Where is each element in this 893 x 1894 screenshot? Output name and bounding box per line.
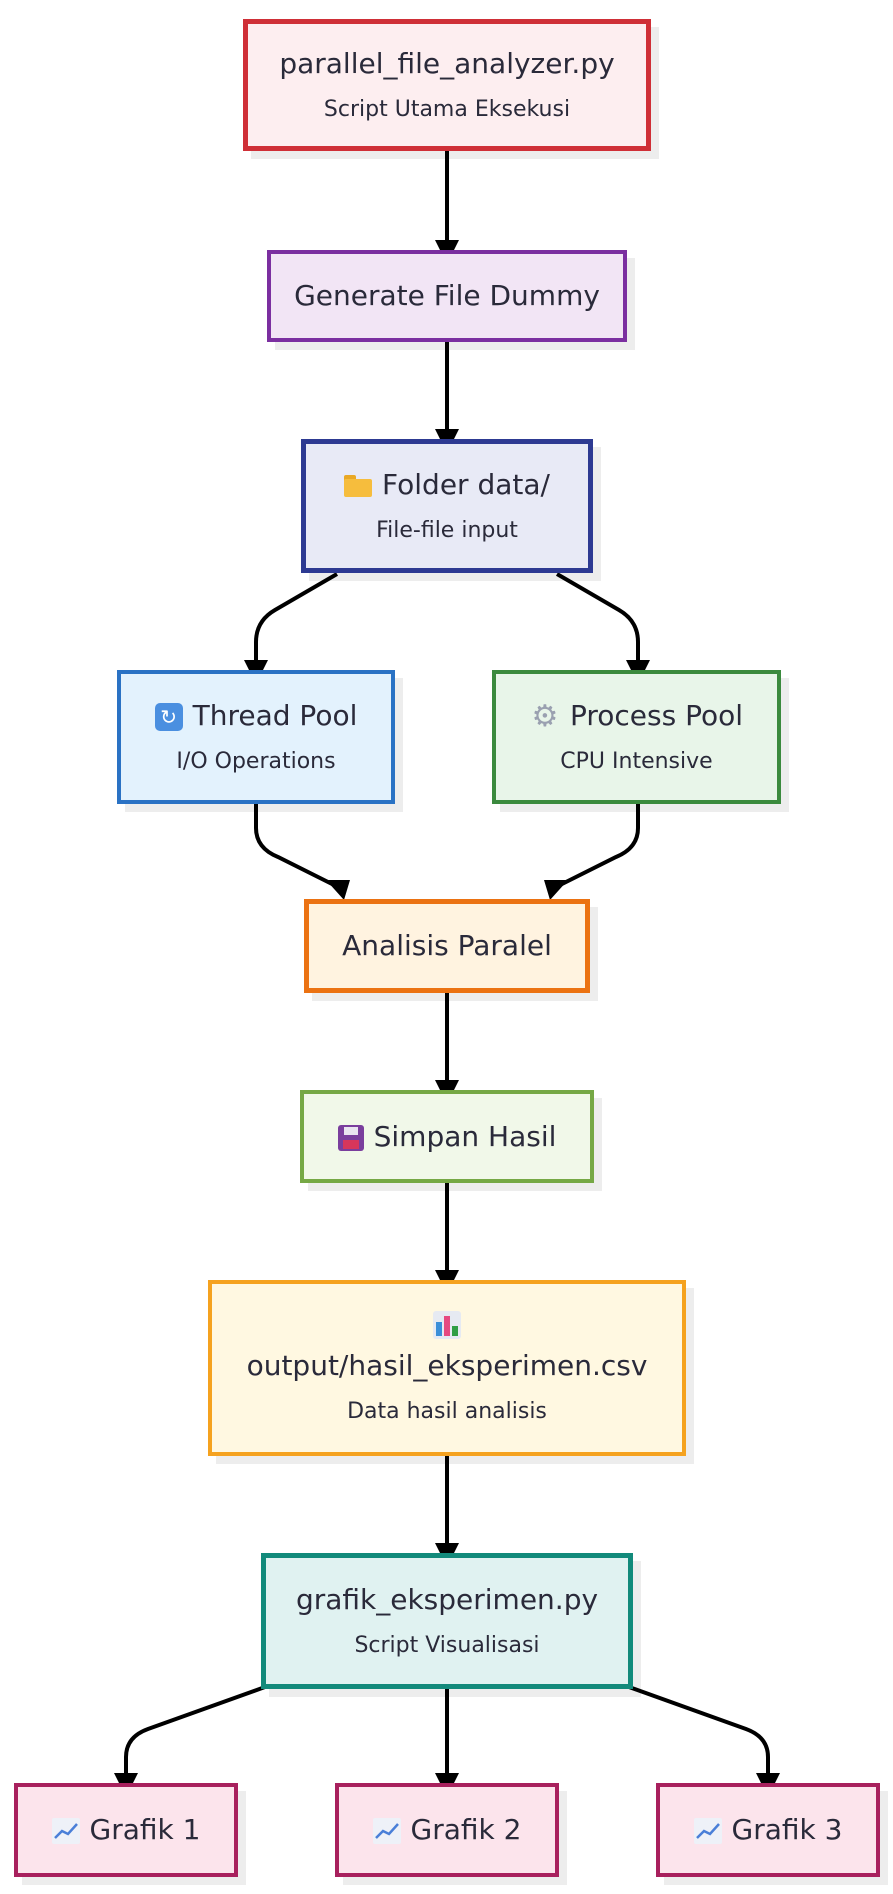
node-grafik-script-title: grafik_eksperimen.py bbox=[295, 1583, 599, 1616]
node-process-pool-title: Process Pool bbox=[569, 699, 744, 732]
folder-icon bbox=[344, 475, 373, 497]
node-output-csv: output/hasil_eksperimen.csv Data hasil a… bbox=[208, 1280, 686, 1456]
node-grafik-2-title: Grafik 2 bbox=[410, 1813, 522, 1846]
node-grafik-2: Grafik 2 bbox=[335, 1783, 559, 1877]
line-chart-icon bbox=[372, 1818, 401, 1844]
node-grafik-1: Grafik 1 bbox=[14, 1783, 238, 1877]
refresh-icon: ↻ bbox=[154, 703, 183, 731]
edge-process-to-analisis bbox=[553, 804, 640, 890]
edge-grafik-script-to-grafik1 bbox=[124, 1685, 266, 1775]
node-thread-pool-title: Thread Pool bbox=[192, 699, 358, 732]
bar-chart-icon bbox=[433, 1311, 461, 1339]
node-grafik-3-title: Grafik 3 bbox=[731, 1813, 843, 1846]
node-folder-subtitle: File-file input bbox=[376, 518, 518, 543]
edge-folder-to-thread bbox=[254, 572, 339, 662]
node-output-csv-title: output/hasil_eksperimen.csv bbox=[246, 1349, 648, 1382]
edge-thread-to-analisis bbox=[254, 804, 341, 890]
line-chart-icon bbox=[51, 1818, 80, 1844]
node-output-csv-subtitle: Data hasil analisis bbox=[347, 1399, 547, 1424]
floppy-disk-icon bbox=[337, 1124, 364, 1151]
line-chart-icon bbox=[693, 1818, 722, 1844]
node-grafik-1-title: Grafik 1 bbox=[89, 1813, 201, 1846]
node-analisis-title: Analisis Paralel bbox=[342, 929, 552, 962]
node-process-pool-subtitle: CPU Intensive bbox=[560, 749, 713, 774]
node-generate-title: Generate File Dummy bbox=[294, 279, 600, 312]
node-grafik-3: Grafik 3 bbox=[656, 1783, 880, 1877]
arrowhead-analisis-left bbox=[326, 880, 350, 900]
arrowhead-analisis-right bbox=[544, 880, 568, 900]
node-main-script: parallel_file_analyzer.py Script Utama E… bbox=[243, 19, 651, 151]
gear-icon: ⚙ bbox=[531, 699, 559, 734]
node-folder-title: Folder data/ bbox=[382, 468, 550, 501]
node-thread-pool: ↻ Thread Pool I/O Operations bbox=[117, 670, 395, 804]
node-grafik-script: grafik_eksperimen.py Script Visualisasi bbox=[261, 1553, 633, 1689]
node-simpan-title: Simpan Hasil bbox=[373, 1119, 557, 1153]
node-analisis-paralel: Analisis Paralel bbox=[304, 899, 590, 993]
node-main-script-title: parallel_file_analyzer.py bbox=[279, 47, 615, 80]
node-main-script-subtitle: Script Utama Eksekusi bbox=[323, 97, 571, 122]
node-simpan-hasil: Simpan Hasil bbox=[300, 1090, 594, 1183]
node-thread-pool-subtitle: I/O Operations bbox=[176, 749, 336, 774]
node-folder-data: Folder data/ File-file input bbox=[301, 439, 593, 573]
node-grafik-script-subtitle: Script Visualisasi bbox=[354, 1633, 540, 1658]
node-process-pool: ⚙ Process Pool CPU Intensive bbox=[492, 670, 781, 804]
edge-grafik-script-to-grafik3 bbox=[628, 1685, 770, 1775]
edge-folder-to-process bbox=[555, 572, 640, 662]
node-generate-file-dummy: Generate File Dummy bbox=[267, 250, 627, 342]
